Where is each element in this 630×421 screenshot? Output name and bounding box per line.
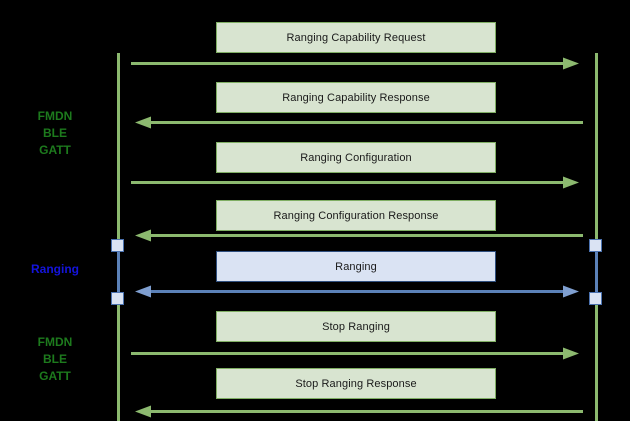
activation-node-right-bottom <box>589 292 602 305</box>
message-box-stop-ranging-response: Stop Ranging Response <box>216 368 496 399</box>
phase-label-line: FMDN <box>37 335 73 349</box>
phase-label-ranging: Ranging <box>0 261 110 278</box>
message-arrow-ranging-bidirectional <box>135 285 579 298</box>
message-label: Ranging Capability Response <box>282 91 430 104</box>
message-label: Ranging <box>335 260 377 273</box>
message-box-ranging-capability-request: Ranging Capability Request <box>216 22 496 53</box>
message-arrow-ranging-capability-response <box>135 116 583 129</box>
message-label: Stop Ranging <box>322 320 390 333</box>
message-box-ranging-configuration-response: Ranging Configuration Response <box>216 200 496 231</box>
lifeline-left <box>117 53 120 421</box>
activation-bar-left <box>117 246 120 298</box>
message-box-stop-ranging: Stop Ranging <box>216 311 496 342</box>
message-arrow-stop-ranging <box>131 347 579 360</box>
activation-node-right-top <box>589 239 602 252</box>
phase-label-line: BLE <box>43 352 67 366</box>
phase-label-line: GATT <box>39 143 71 157</box>
phase-label-line: GATT <box>39 369 71 383</box>
message-arrow-ranging-configuration <box>131 176 579 189</box>
message-arrow-ranging-capability-request <box>131 57 579 70</box>
message-arrow-ranging-configuration-response <box>135 229 583 242</box>
phase-label-line: FMDN <box>37 109 73 123</box>
message-label: Stop Ranging Response <box>295 377 417 390</box>
phase-label-line: Ranging <box>31 262 79 276</box>
message-label: Ranging Configuration <box>300 151 412 164</box>
message-label: Ranging Capability Request <box>286 31 426 44</box>
message-arrow-stop-ranging-response <box>135 405 583 418</box>
phase-label-line: BLE <box>43 126 67 140</box>
phase-label-fmdn-ble-gatt-top: FMDN BLE GATT <box>0 108 110 159</box>
message-box-ranging-configuration: Ranging Configuration <box>216 142 496 173</box>
activation-node-left-top <box>111 239 124 252</box>
message-box-ranging: Ranging <box>216 251 496 282</box>
message-label: Ranging Configuration Response <box>273 209 439 222</box>
activation-bar-right <box>595 246 598 298</box>
lifeline-right <box>595 53 598 421</box>
activation-node-left-bottom <box>111 292 124 305</box>
message-box-ranging-capability-response: Ranging Capability Response <box>216 82 496 113</box>
phase-label-fmdn-ble-gatt-bottom: FMDN BLE GATT <box>0 334 110 385</box>
